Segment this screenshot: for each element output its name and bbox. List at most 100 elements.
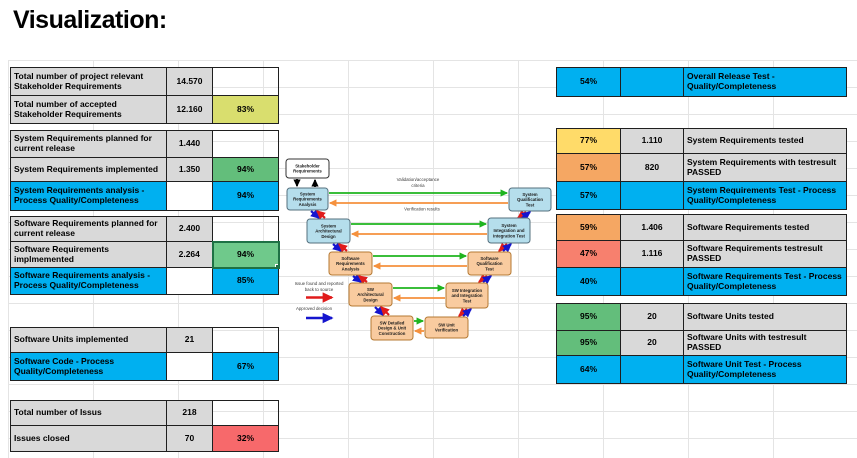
- svg-text:Test: Test: [463, 298, 472, 303]
- metric-pct-cell[interactable]: 77%: [556, 128, 621, 154]
- metric-value-cell[interactable]: [620, 355, 684, 384]
- metric-pct-cell[interactable]: 67%: [212, 352, 279, 381]
- metric-section: Total number of project relevant Stakeho…: [10, 67, 279, 124]
- metric-label-cell[interactable]: System Requirements planned for current …: [10, 130, 167, 158]
- metric-label-cell[interactable]: Software Requirements planned for curren…: [10, 216, 167, 242]
- metric-pct-cell[interactable]: 57%: [556, 181, 621, 210]
- metric-pct-cell[interactable]: 94%: [212, 181, 279, 211]
- metric-label-cell[interactable]: Software Requirements testresult PASSED: [683, 240, 847, 268]
- metric-pct-cell[interactable]: 32%: [212, 425, 279, 452]
- svg-text:Analysis: Analysis: [299, 202, 317, 207]
- metric-label-cell[interactable]: Software Requirements implmemented: [10, 241, 167, 268]
- svg-text:Test: Test: [526, 202, 535, 207]
- metric-value-cell[interactable]: [166, 352, 213, 381]
- metric-section: System Requirements planned for current …: [10, 130, 279, 211]
- metric-label-cell[interactable]: Software Requirements analysis - Process…: [10, 267, 167, 295]
- metric-value-cell[interactable]: 1.110: [620, 128, 684, 154]
- metric-label-cell[interactable]: Total number of project relevant Stakeho…: [10, 67, 167, 96]
- table-row: System Requirements planned for current …: [10, 130, 279, 158]
- metric-label-cell[interactable]: Software Units with testresult PASSED: [683, 330, 847, 356]
- page-title: Visualization:: [13, 6, 167, 34]
- svg-text:SW: SW: [367, 287, 375, 292]
- metric-label-cell[interactable]: Software Units tested: [683, 303, 847, 331]
- metric-pct-cell[interactable]: 85%: [212, 267, 279, 295]
- svg-text:Test: Test: [485, 266, 494, 271]
- metric-value-cell[interactable]: [166, 267, 213, 295]
- metric-value-cell[interactable]: 20: [620, 303, 684, 331]
- svg-text:Requirements: Requirements: [293, 197, 322, 202]
- metric-pct-cell[interactable]: 59%: [556, 214, 621, 241]
- metric-value-cell[interactable]: [166, 181, 213, 211]
- metric-label-cell[interactable]: System Requirements with testresult PASS…: [683, 153, 847, 182]
- svg-text:Design: Design: [321, 234, 336, 239]
- metric-value-cell[interactable]: 12.160: [166, 95, 213, 124]
- metric-label-cell[interactable]: Software Unit Test - Process Quality/Com…: [683, 355, 847, 384]
- table-row: 40% Software Requirements Test - Process …: [556, 267, 847, 296]
- metric-label-cell[interactable]: Issues closed: [10, 425, 167, 452]
- svg-text:Stakeholder: Stakeholder: [295, 164, 320, 169]
- table-row: Total number of project relevant Stakeho…: [10, 67, 279, 96]
- metric-value-cell[interactable]: 1.350: [166, 157, 213, 182]
- diagram-edge-label: Validation/acceptance: [397, 177, 440, 182]
- metric-pct-cell[interactable]: 95%: [556, 330, 621, 356]
- metric-label-cell[interactable]: Software Requirements tested: [683, 214, 847, 241]
- metric-label-cell[interactable]: Overall Release Test - Quality/Completen…: [683, 67, 847, 97]
- metric-pct-cell: [212, 327, 279, 353]
- metric-label-cell[interactable]: Software Units implemented: [10, 327, 167, 353]
- metric-label-cell[interactable]: System Requirements analysis - Process Q…: [10, 181, 167, 211]
- metric-pct-cell[interactable]: 83%: [212, 95, 279, 124]
- metric-value-cell[interactable]: [620, 267, 684, 296]
- table-row: System Requirements analysis - Process Q…: [10, 181, 279, 211]
- metric-value-cell[interactable]: 218: [166, 400, 213, 426]
- metric-pct-cell[interactable]: 57%: [556, 153, 621, 182]
- metric-value-cell[interactable]: [620, 67, 684, 97]
- metric-pct-cell[interactable]: 95%: [556, 303, 621, 331]
- diagram-edge-label: Approved decision: [296, 306, 333, 311]
- metric-pct-cell[interactable]: 94%: [211, 240, 280, 269]
- metric-label-cell[interactable]: Total number of accepted Stakeholder Req…: [10, 95, 167, 124]
- metric-value-cell[interactable]: 14.570: [166, 67, 213, 96]
- metric-value-cell[interactable]: 2.400: [166, 216, 213, 242]
- metric-pct-cell: [212, 400, 279, 426]
- metric-value-cell[interactable]: 70: [166, 425, 213, 452]
- metric-value-cell[interactable]: 20: [620, 330, 684, 356]
- metric-value-cell[interactable]: 1.406: [620, 214, 684, 241]
- metric-pct-cell[interactable]: 64%: [556, 355, 621, 384]
- svg-text:Analysis: Analysis: [342, 266, 360, 271]
- svg-text:SW Integration: SW Integration: [452, 288, 483, 293]
- svg-text:Requirements: Requirements: [336, 261, 365, 266]
- metric-label-cell[interactable]: Software Requirements Test - Process Qua…: [683, 267, 847, 296]
- svg-text:System: System: [300, 191, 315, 196]
- metric-label-cell[interactable]: System Requirements Test - Process Quali…: [683, 181, 847, 210]
- metric-value-cell[interactable]: [620, 181, 684, 210]
- metric-value-cell[interactable]: 2.264: [166, 241, 213, 268]
- metric-value-cell[interactable]: 21: [166, 327, 213, 353]
- svg-text:Integration and: Integration and: [493, 228, 524, 233]
- metric-pct-cell[interactable]: 40%: [556, 267, 621, 296]
- metric-pct-cell[interactable]: 94%: [212, 157, 279, 182]
- metric-value-cell[interactable]: 1.440: [166, 130, 213, 158]
- metric-pct-cell[interactable]: 47%: [556, 240, 621, 268]
- svg-text:Software: Software: [480, 256, 499, 261]
- metric-label-cell[interactable]: Total number of Issus: [10, 400, 167, 426]
- svg-text:Qualification: Qualification: [476, 261, 502, 266]
- metric-value-cell[interactable]: 820: [620, 153, 684, 182]
- metric-label-cell[interactable]: System Requirements implemented: [10, 157, 167, 182]
- metric-value-cell[interactable]: 1.116: [620, 240, 684, 268]
- metric-label-cell[interactable]: System Requirements tested: [683, 128, 847, 154]
- metric-label-cell[interactable]: Software Code - Process Quality/Complete…: [10, 352, 167, 381]
- metric-pct-cell[interactable]: 54%: [556, 67, 621, 97]
- metric-pct-cell: [212, 130, 279, 158]
- svg-text:Verification: Verification: [435, 328, 459, 333]
- table-row: Software Requirements analysis - Process…: [10, 267, 279, 295]
